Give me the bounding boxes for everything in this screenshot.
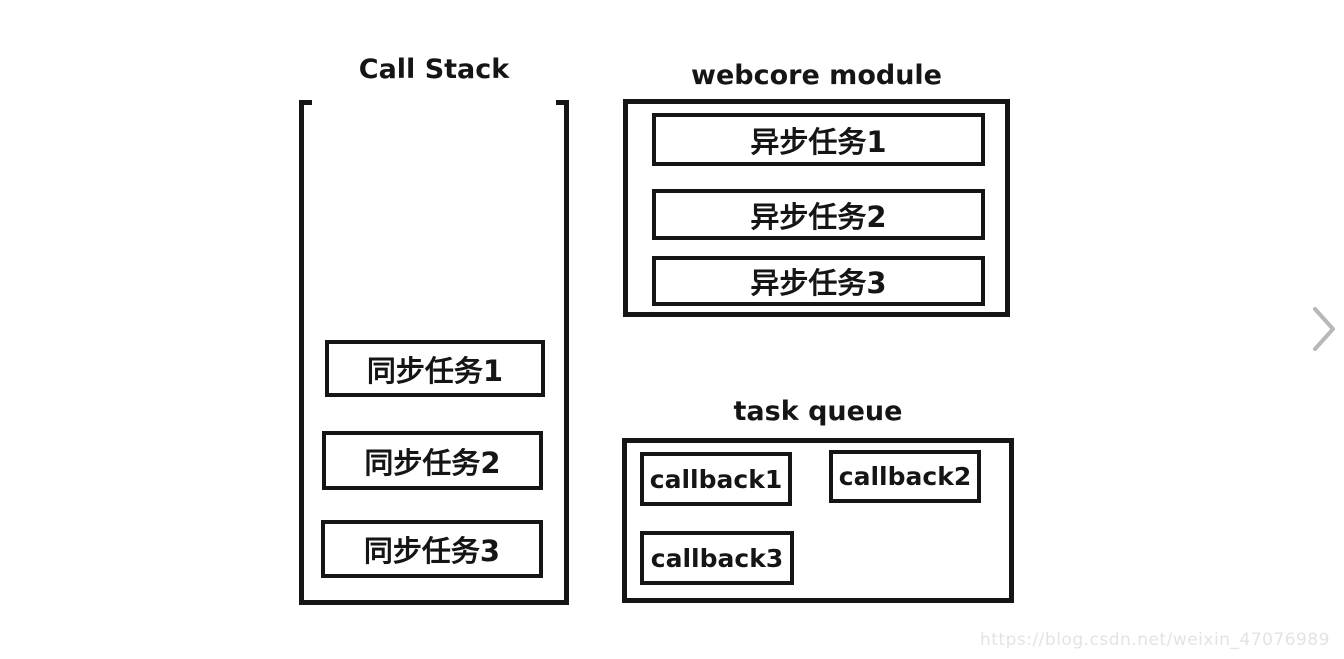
callback-1-box: callback1 xyxy=(640,452,792,506)
callback-2-box: callback2 xyxy=(829,450,981,503)
csdn-watermark: https://blog.csdn.net/weixin_47076989 xyxy=(979,630,1330,650)
call-stack-title: Call Stack xyxy=(358,54,510,85)
async-task-2-box: 异步任务2 xyxy=(652,189,985,240)
call-stack-container: 同步任务1 同步任务2 同步任务3 xyxy=(299,100,569,605)
sync-task-3-box: 同步任务3 xyxy=(321,520,543,578)
task-queue-container: callback1 callback2 callback3 xyxy=(622,438,1014,603)
async-task-3-box: 异步任务3 xyxy=(652,256,985,306)
task-queue-title: task queue xyxy=(733,396,903,427)
async-task-1-box: 异步任务1 xyxy=(652,113,985,166)
chevron-right-icon[interactable] xyxy=(1310,303,1338,355)
callback-3-box: callback3 xyxy=(640,531,794,585)
sync-task-1-box: 同步任务1 xyxy=(325,340,545,397)
webcore-module-container: 异步任务1 异步任务2 异步任务3 xyxy=(623,99,1010,317)
sync-task-2-box: 同步任务2 xyxy=(322,431,543,490)
webcore-module-title: webcore module xyxy=(691,60,942,91)
call-stack-top-cap-left xyxy=(299,100,312,105)
call-stack-top-cap-right xyxy=(556,100,569,105)
